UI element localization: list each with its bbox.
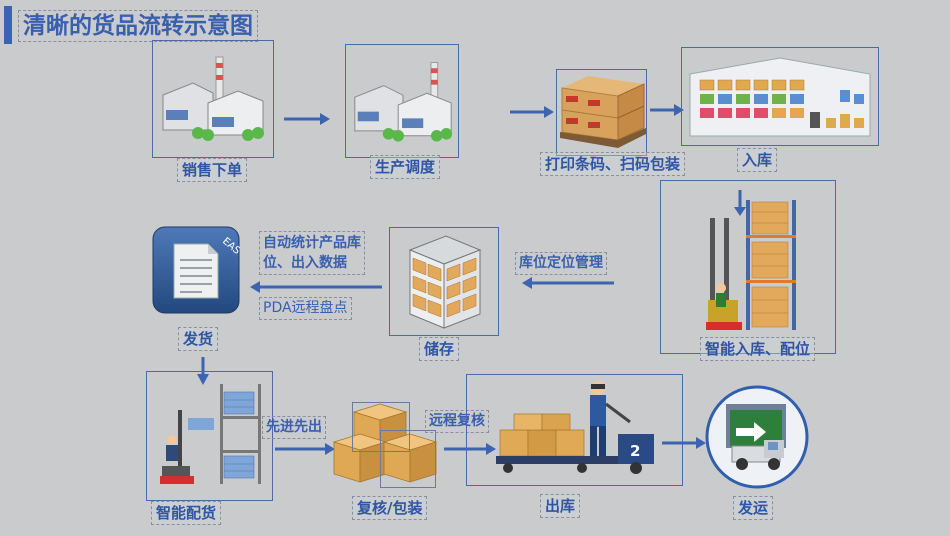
note-auto-stats: 自动统计产品库 位、出入数据 (259, 231, 365, 275)
package-highlight-1 (352, 402, 410, 452)
step-outbound: 出库 (540, 494, 581, 518)
factory-icon (162, 56, 264, 141)
note-location-management: 库位定位管理 (515, 252, 607, 275)
shipping-truck-icon (705, 385, 809, 489)
arrow-right-6 (662, 437, 706, 449)
outbound-frame (466, 374, 683, 486)
production-frame (345, 44, 459, 158)
arrow-left-2 (250, 281, 382, 293)
package-highlight-2 (380, 430, 436, 488)
step-smart-picking: 智能配货 (151, 501, 222, 525)
note-pda-inventory: PDA远程盘点 (259, 297, 352, 320)
smart-storage-frame (660, 180, 836, 354)
warehouse-icon (689, 57, 871, 137)
arrow-right-1 (284, 113, 330, 125)
step-shipping: 发运 (733, 496, 774, 520)
step-storage: 储存 (419, 337, 460, 361)
truck-number: 2 (630, 442, 640, 460)
packages-icon (332, 403, 438, 483)
step-dispatch: 发货 (178, 327, 219, 351)
arrow-down-1 (197, 357, 209, 385)
step-inbound: 入库 (737, 148, 778, 172)
note-auto-stats-line2: 位、出入数据 (263, 255, 347, 271)
shelf-icon (408, 235, 482, 329)
pallet-jack-icon: 2 (496, 381, 654, 474)
forklift-rack-icon (706, 200, 796, 330)
arrow-right-3 (650, 104, 684, 116)
storage-frame (389, 227, 499, 336)
step-production: 生产调度 (370, 155, 441, 179)
pallet-boxes-icon (560, 76, 646, 148)
arrow-right-5 (444, 443, 496, 455)
picking-rack-icon (160, 384, 261, 484)
arrow-right-4 (275, 443, 335, 455)
eas-document-icon: EAS (152, 226, 240, 314)
step-smart-storage: 智能入库、配位 (700, 337, 816, 361)
step-print-barcode: 打印条码、扫码包装 (540, 152, 686, 176)
arrow-right-2 (510, 106, 554, 118)
step-sales-order: 销售下单 (177, 158, 248, 182)
page-title: 清晰的货品流转示意图 (18, 10, 258, 42)
picking-frame (146, 371, 273, 501)
arrow-left-1 (522, 277, 614, 289)
step-review-package: 复核/包装 (352, 496, 428, 520)
sales-order-frame (152, 40, 274, 158)
note-auto-stats-line1: 自动统计产品库 (263, 235, 361, 251)
note-remote-review: 远程复核 (425, 410, 489, 433)
warehouse-frame (681, 47, 879, 146)
packaging-frame (556, 69, 647, 156)
title-accent-bar (4, 6, 12, 44)
arrow-down-small (734, 190, 746, 216)
note-fifo: 先进先出 (262, 416, 326, 439)
factory-icon-2 (354, 62, 453, 142)
